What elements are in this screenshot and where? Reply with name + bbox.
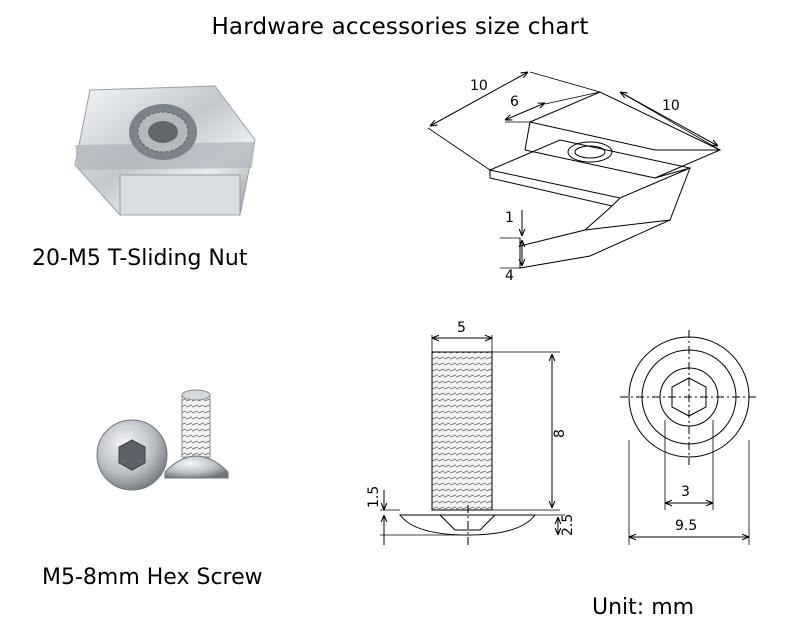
nut-dim-length-b: 10 xyxy=(662,98,680,114)
page-title: Hardware accessories size chart xyxy=(211,14,589,40)
nut-dim-length-a: 10 xyxy=(470,78,488,94)
nut-dim-height: 4 xyxy=(505,268,514,284)
screw-dim-length: 8 xyxy=(552,429,568,438)
t-nut-label: 20-M5 T-Sliding Nut xyxy=(32,246,248,271)
screw-dim-head-height: 2.5 xyxy=(560,514,576,536)
screw-side-drawing xyxy=(380,335,565,545)
hex-screw-label: M5-8mm Hex Screw xyxy=(42,565,263,590)
nut-dim-width: 6 xyxy=(510,94,519,110)
t-nut-drawing xyxy=(427,72,722,269)
t-nut-photo xyxy=(74,85,256,216)
screw-dim-socket: 3 xyxy=(681,484,690,500)
screw-dim-diameter: 5 xyxy=(457,320,466,336)
nut-dim-lip: 1 xyxy=(505,210,514,226)
unit-label: Unit: mm xyxy=(592,595,695,620)
screw-dim-head-diameter: 9.5 xyxy=(675,518,697,534)
screw-dim-head-top: 1.5 xyxy=(366,486,382,508)
screw-top-drawing xyxy=(620,330,758,545)
screw-photo xyxy=(96,389,229,491)
